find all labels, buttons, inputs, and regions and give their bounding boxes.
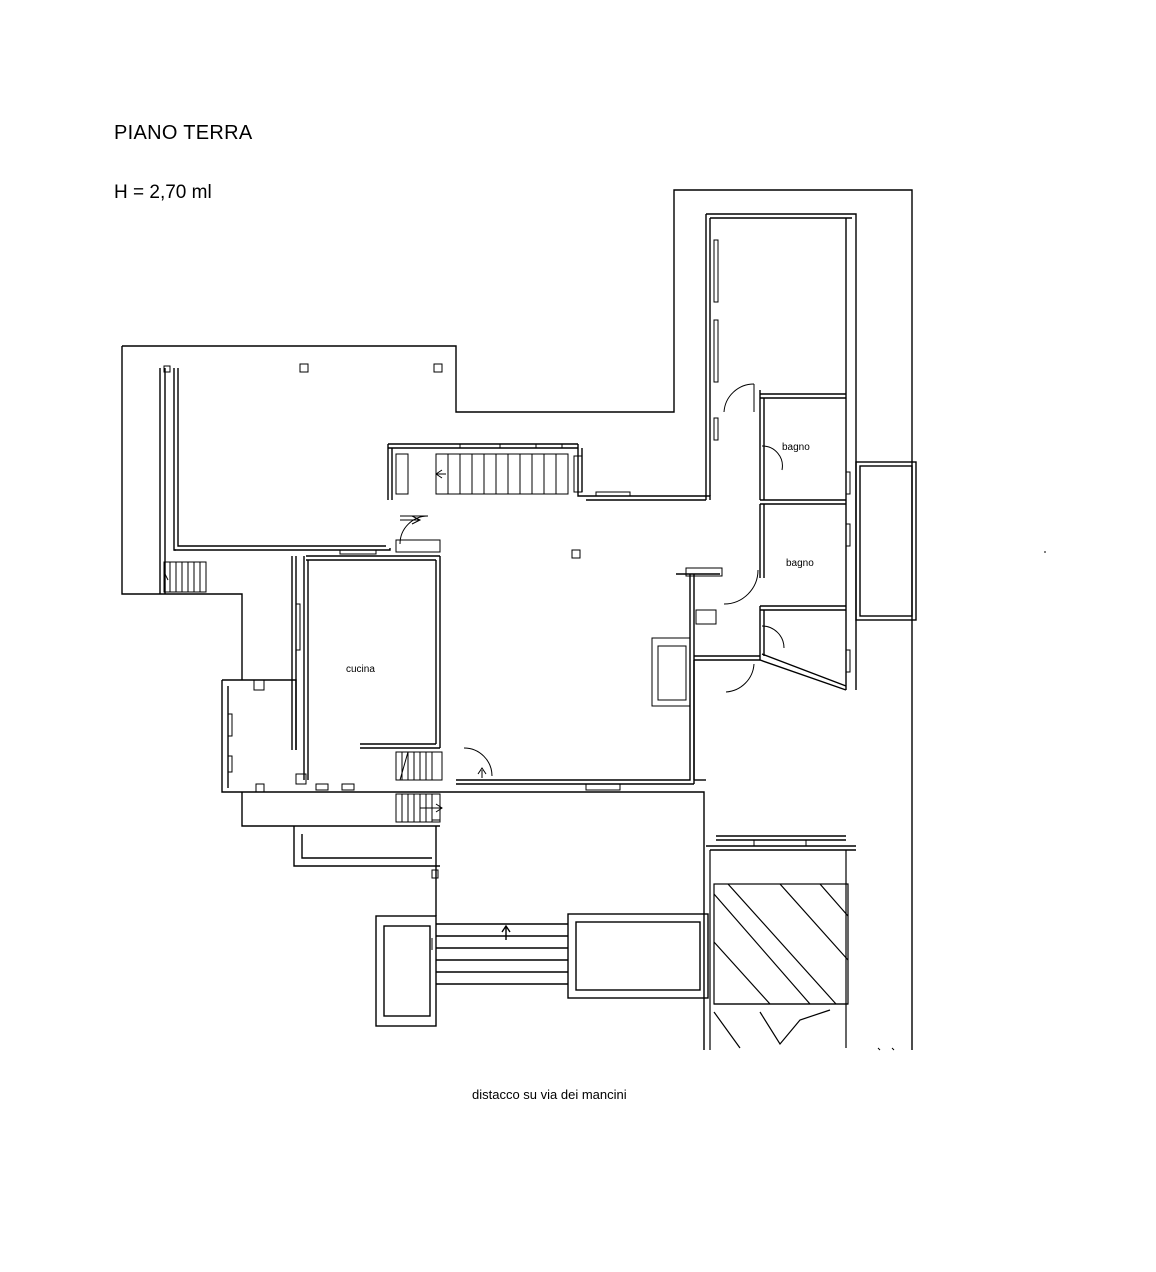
pillars: [163, 363, 723, 879]
doors: [399, 383, 785, 781]
height-note: H = 2,70 ml: [114, 182, 212, 203]
room-label-bagno-2: bagno: [786, 558, 814, 569]
room-label-bagno-1: bagno: [782, 442, 810, 453]
drawing-caption: distacco su via dei mancini: [472, 1087, 627, 1102]
internal-stairs: [163, 453, 569, 823]
windows: [227, 239, 851, 847]
house-outer-walls: [173, 213, 857, 690]
east-balcony: [855, 461, 917, 621]
hatched-area: [709, 850, 849, 1050]
left-wing-walls: [221, 555, 456, 867]
terrace-outline: [121, 189, 913, 1050]
right-wing-rooms: [694, 390, 856, 851]
room-label-cucina: cucina: [346, 664, 375, 675]
drawing-title: PIANO TERRA: [114, 122, 253, 144]
boundary-marks: [163, 551, 1046, 1051]
external-stairs: [375, 826, 709, 1027]
south-wall: [456, 573, 720, 1050]
